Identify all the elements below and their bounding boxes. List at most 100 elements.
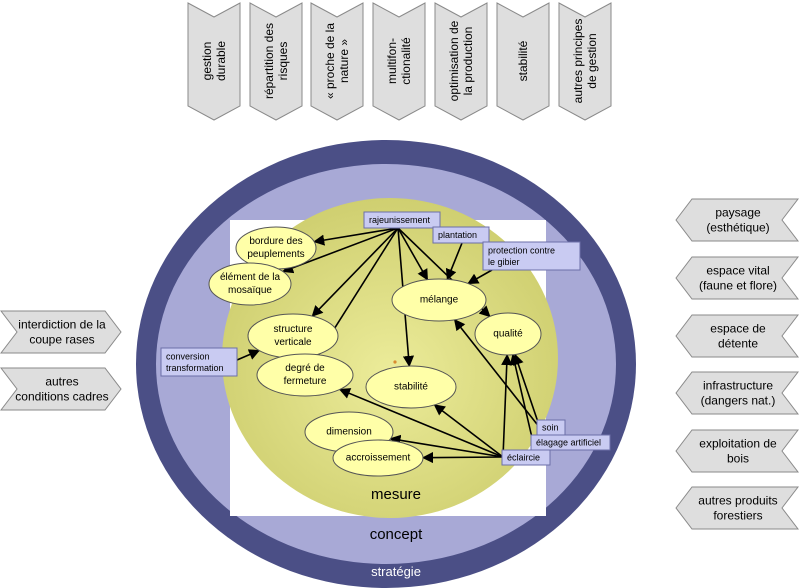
measure-soin: soin [536, 419, 566, 436]
target-accroissement: accroissement [332, 439, 424, 477]
measure-box [501, 449, 551, 466]
target-label-line: verticale [274, 337, 312, 348]
edge-eclaircie-qualite [501, 353, 513, 458]
principle-label-line: risques [276, 42, 290, 81]
target-qualite: qualité [474, 312, 542, 356]
function-label-line: (faune et flore) [699, 279, 777, 293]
function-chevron [675, 314, 800, 358]
measure-box [432, 226, 490, 244]
measure-label-line: élagage artificiel [536, 438, 601, 448]
measure-label-line: le gibier [488, 257, 520, 267]
target-label-line: bordure des [249, 236, 302, 247]
measure-label-line: protection contre [488, 245, 555, 255]
principle-label-line: optimisation de [447, 20, 461, 101]
principle-chevron [187, 2, 241, 121]
measure-label-line: soin [542, 423, 559, 433]
target-ellipse [391, 278, 487, 322]
level-mesure: mesure [371, 486, 421, 503]
function-label-line: espace vital [706, 264, 769, 278]
principle-label: multifon-ctionalité [385, 37, 413, 85]
measure-box [482, 241, 581, 271]
principle-label-line: autres principes [571, 19, 585, 104]
condition-chevron [0, 367, 122, 411]
edge-soin-qualite [512, 353, 541, 429]
edge-eclaircie-accroissement [421, 451, 504, 464]
principle-chevron [249, 2, 303, 121]
principle-label-line: stabilité [516, 40, 530, 81]
functions-layer: paysage(esthétique) espace vital(faune et… [675, 198, 800, 530]
principle-label-line: la production [461, 27, 475, 96]
condition-label-line: coupe rases [29, 333, 94, 347]
target-ellipse [332, 439, 424, 477]
target-stabilite: stabilité [365, 365, 457, 409]
edge-rajeunissement-melange [397, 227, 429, 281]
measure-conversion: conversion transformation [160, 347, 238, 377]
target-label-line: accroissement [346, 453, 411, 464]
principle-label-line: durable [214, 41, 228, 81]
function-label-line: infrastructure [703, 379, 773, 393]
target-ellipse [365, 365, 457, 409]
edge-eclaircie-stabilite [433, 404, 504, 458]
function-label-line: espace de [710, 322, 766, 336]
function-label-line: (dangers nat.) [701, 394, 776, 408]
principle-chevron [558, 2, 612, 121]
principle-chevron [434, 2, 488, 121]
target-label-line: qualité [493, 329, 523, 340]
edge-eclaircie-fermeture [338, 388, 504, 458]
principle-item: multifon-ctionalité [372, 2, 426, 121]
target-label-line: degré de [285, 363, 325, 374]
level-strategie: stratégie [371, 564, 421, 579]
function-label-line: exploitation de [699, 437, 777, 451]
condition-label-line: conditions cadres [15, 390, 108, 404]
target-ellipse [247, 313, 339, 359]
function-item: infrastructure(dangers nat.) [675, 371, 800, 415]
principle-label-line: ctionalité [399, 37, 413, 85]
principle-label-line: gestion [200, 42, 214, 81]
principle-label: stabilité [516, 40, 530, 81]
measure-eclaircie: éclaircie [501, 449, 551, 466]
edge-plantation-melange [445, 242, 463, 281]
level-concept: concept [370, 526, 423, 543]
center-dot [393, 360, 397, 364]
target-label-line: élément de la [220, 272, 280, 283]
principle-label-line: multifon- [385, 38, 399, 84]
principle-label-line: répartition des [262, 23, 276, 99]
measure-rajeunissement: rajeunissement [363, 211, 441, 229]
edge-conversion-structure [236, 349, 261, 361]
target-structure: structure verticale [247, 313, 339, 359]
function-item: espace vital(faune et flore) [675, 256, 800, 300]
measure-label-line: conversion [166, 351, 210, 361]
function-chevron [675, 486, 800, 530]
target-ellipse [256, 353, 354, 397]
function-item: paysage(esthétique) [675, 198, 800, 242]
function-label-line: forestiers [713, 509, 762, 523]
edge-protection-melange [467, 269, 493, 285]
function-label-line: détente [718, 337, 758, 351]
target-label-line: structure [274, 324, 313, 335]
condition-chevron [0, 310, 122, 354]
measure-label-line: transformation [166, 363, 224, 373]
function-chevron [675, 198, 800, 242]
condition-label-line: interdiction de la [18, 318, 106, 332]
function-chevron [675, 256, 800, 300]
measure-protection: protection contre le gibier [482, 241, 581, 271]
edge-eclaircie-dimension [389, 434, 504, 458]
function-label-line: (esthétique) [706, 221, 769, 235]
target-ellipse [208, 262, 292, 306]
